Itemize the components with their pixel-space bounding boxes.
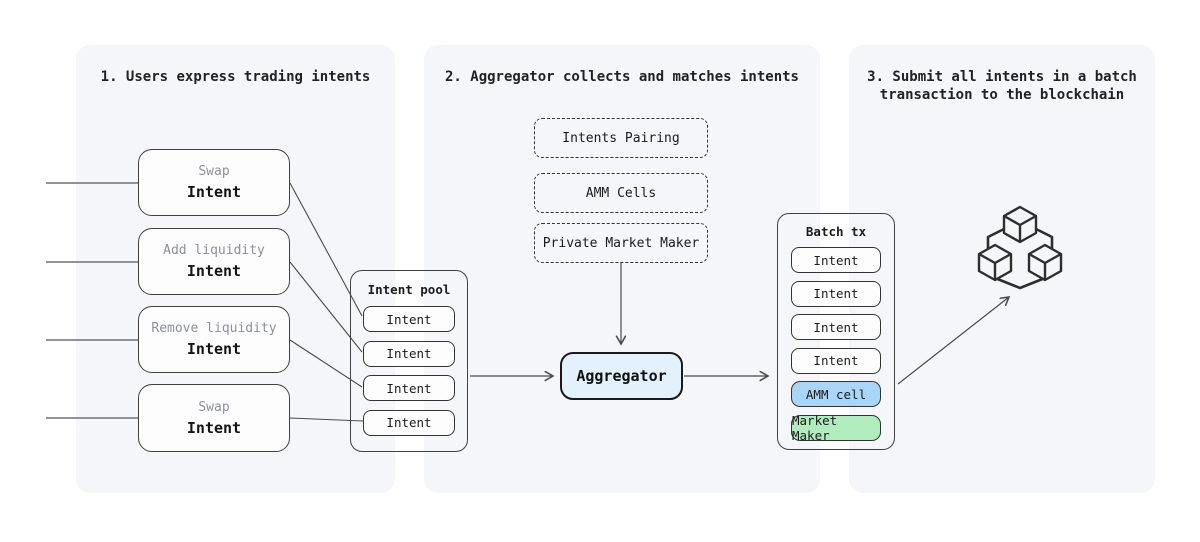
panel-title-3-line-2: transaction to the blockchain xyxy=(879,87,1125,103)
batch-tx-title: Batch tx xyxy=(805,224,867,239)
panel-title-3-line-1: 3. Submit all intents in a batch xyxy=(867,69,1137,85)
intent-pool-title: Intent pool xyxy=(367,282,451,297)
batch-intent-chip: Intent xyxy=(791,280,881,307)
intent-type-label: Swap xyxy=(198,399,230,415)
intent-label: Intent xyxy=(186,183,242,201)
intent-pool-container: Intent pool Intent Intent Intent Intent xyxy=(350,270,468,452)
panel-title-2: 2. Aggregator collects and matches inten… xyxy=(444,69,799,85)
strategy-intents-pairing: Intents Pairing xyxy=(534,118,708,158)
intent-type-label: Add liquidity xyxy=(163,243,265,258)
user-intent-card-add-liquidity: Add liquidity Intent xyxy=(138,228,290,295)
batch-intent-chip: Intent xyxy=(791,347,881,374)
panel-title-1: 1. Users express trading intents xyxy=(100,69,371,85)
intent-label: Intent xyxy=(186,262,242,280)
strategy-amm-cells: AMM Cells xyxy=(534,173,708,213)
intent-type-label: Remove liquidity xyxy=(151,321,277,336)
user-intent-card-remove-liquidity: Remove liquidity Intent xyxy=(138,306,290,373)
intent-label: Intent xyxy=(186,340,242,358)
user-intent-card-swap-1: Swap Intent xyxy=(138,149,290,216)
batch-amm-cell-chip: AMM cell xyxy=(791,381,881,408)
pool-intent-chip: Intent xyxy=(363,340,455,367)
strategy-private-market-maker: Private Market Maker xyxy=(534,223,708,263)
intent-label: Intent xyxy=(186,418,242,437)
pool-intent-chip: Intent xyxy=(363,375,455,401)
user-intent-card-swap-2: Swap Intent xyxy=(138,384,290,452)
batch-intent-chip: Intent xyxy=(791,314,881,341)
pool-intent-chip: Intent xyxy=(363,409,455,436)
aggregator-node: Aggregator xyxy=(560,352,683,400)
intent-type-label: Swap xyxy=(198,164,230,179)
panel-title-3: 3. Submit all intents in a batch transac… xyxy=(849,45,1155,104)
batch-market-maker-chip: Market Maker xyxy=(791,413,881,443)
batch-tx-container: Batch tx Intent Intent Intent Intent AMM… xyxy=(777,213,895,450)
pool-intent-chip: Intent xyxy=(363,306,455,332)
panel-aggregator-matches: 2. Aggregator collects and matches inten… xyxy=(424,45,820,493)
batch-intent-chip: Intent xyxy=(791,247,881,273)
